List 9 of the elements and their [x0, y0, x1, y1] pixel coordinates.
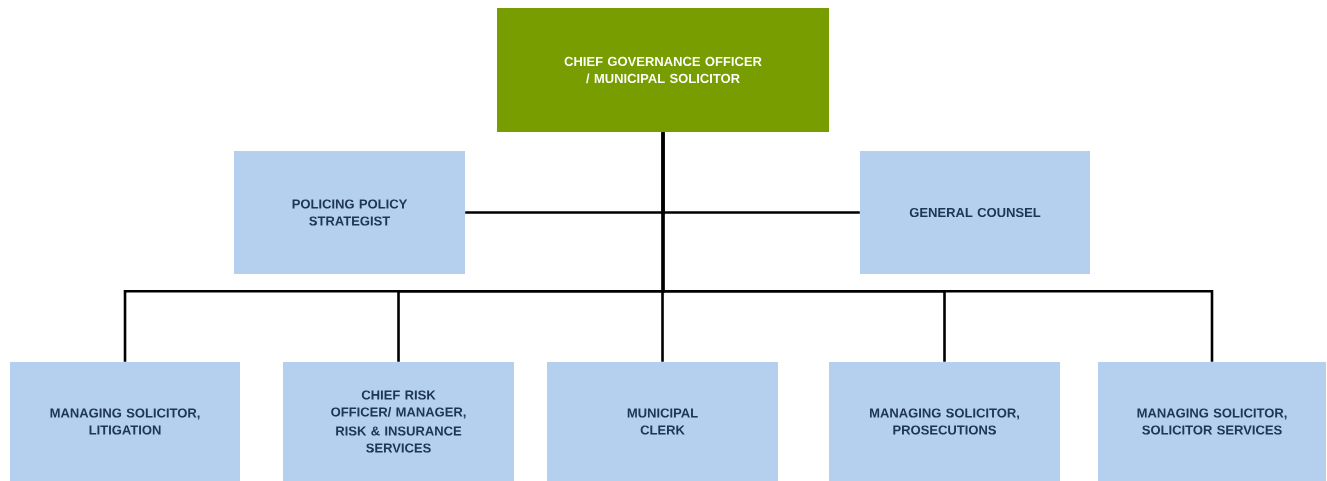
role-box: MANAGING SOLICITOR, SOLICITOR SERVICES: [1098, 362, 1326, 481]
connector-line: [661, 132, 1214, 362]
officer-box: CHIEF GOVERNANCE OFFICER / MUNICIPAL SOLICITOR: [497, 8, 829, 132]
role-box: GENERAL COUNSEL: [860, 151, 1090, 274]
role-box: MANAGING SOLICITOR, PROSECUTIONS: [829, 362, 1060, 481]
role-box: MANAGING SOLICITOR, LITIGATION: [10, 362, 240, 481]
role-box: POLICING POLICY STRATEGIST: [234, 151, 465, 274]
role-box: CHIEF RISK OFFICER/ MANAGER, RISK & INSURANCE SERVICES: [283, 362, 514, 481]
role-box: MUNICIPAL CLERK: [547, 362, 778, 481]
